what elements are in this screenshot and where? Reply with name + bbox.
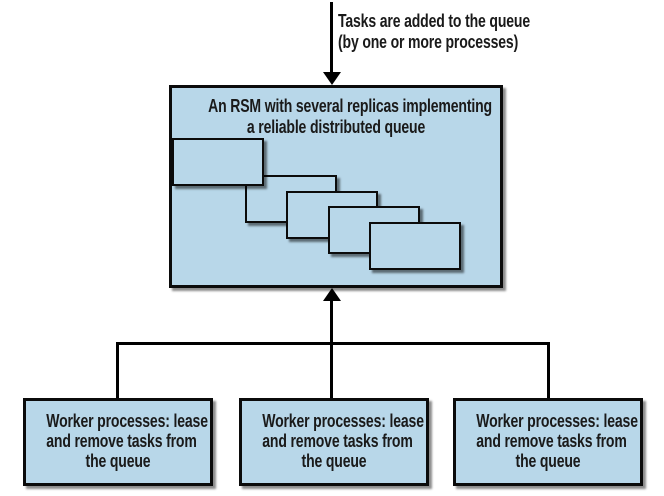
top-annotation-line1: Tasks are added to the queue [338,11,530,31]
worker-box-1-text: Worker processes: lease and remove tasks… [26,401,210,471]
replica-box [369,222,461,270]
worker-2-line2: and remove tasks from [262,431,413,451]
worker-3-line3: the queue [515,451,581,471]
top-arrow-line [330,2,333,74]
rsm-box: An RSM with several replicas implementin… [169,85,503,288]
replica-box [172,138,264,186]
worker-2-line1: Worker processes: lease [262,411,424,431]
worker-3-line2: and remove tasks from [476,431,627,451]
worker-box-1: Worker processes: lease and remove tasks… [23,398,213,486]
worker-1-line1: Worker processes: lease [46,411,208,431]
top-annotation: Tasks are added to the queue (by one or … [338,11,584,53]
worker-1-line3: the queue [85,451,151,471]
worker-1-line2: and remove tasks from [46,431,197,451]
worker-box-2-text: Worker processes: lease and remove tasks… [242,401,426,471]
worker-box-2: Worker processes: lease and remove tasks… [239,398,429,486]
connector-left-line [116,342,119,398]
up-arrow-icon [323,288,341,301]
up-arrow-line [330,296,333,398]
rsm-box-title: An RSM with several replicas implementin… [172,88,500,138]
worker-3-line1: Worker processes: lease [476,411,638,431]
worker-box-3-text: Worker processes: lease and remove tasks… [456,401,640,471]
worker-2-line3: the queue [301,451,367,471]
rsm-title-line1: An RSM with several replicas implementin… [208,96,492,116]
connector-right-line [547,342,550,398]
worker-box-3: Worker processes: lease and remove tasks… [453,398,643,486]
connector-horizontal-line [116,342,550,345]
top-annotation-line2: (by one or more processes) [338,32,519,52]
rsm-title-line2: a reliable distributed queue [246,117,426,137]
down-arrow-icon [323,72,341,85]
